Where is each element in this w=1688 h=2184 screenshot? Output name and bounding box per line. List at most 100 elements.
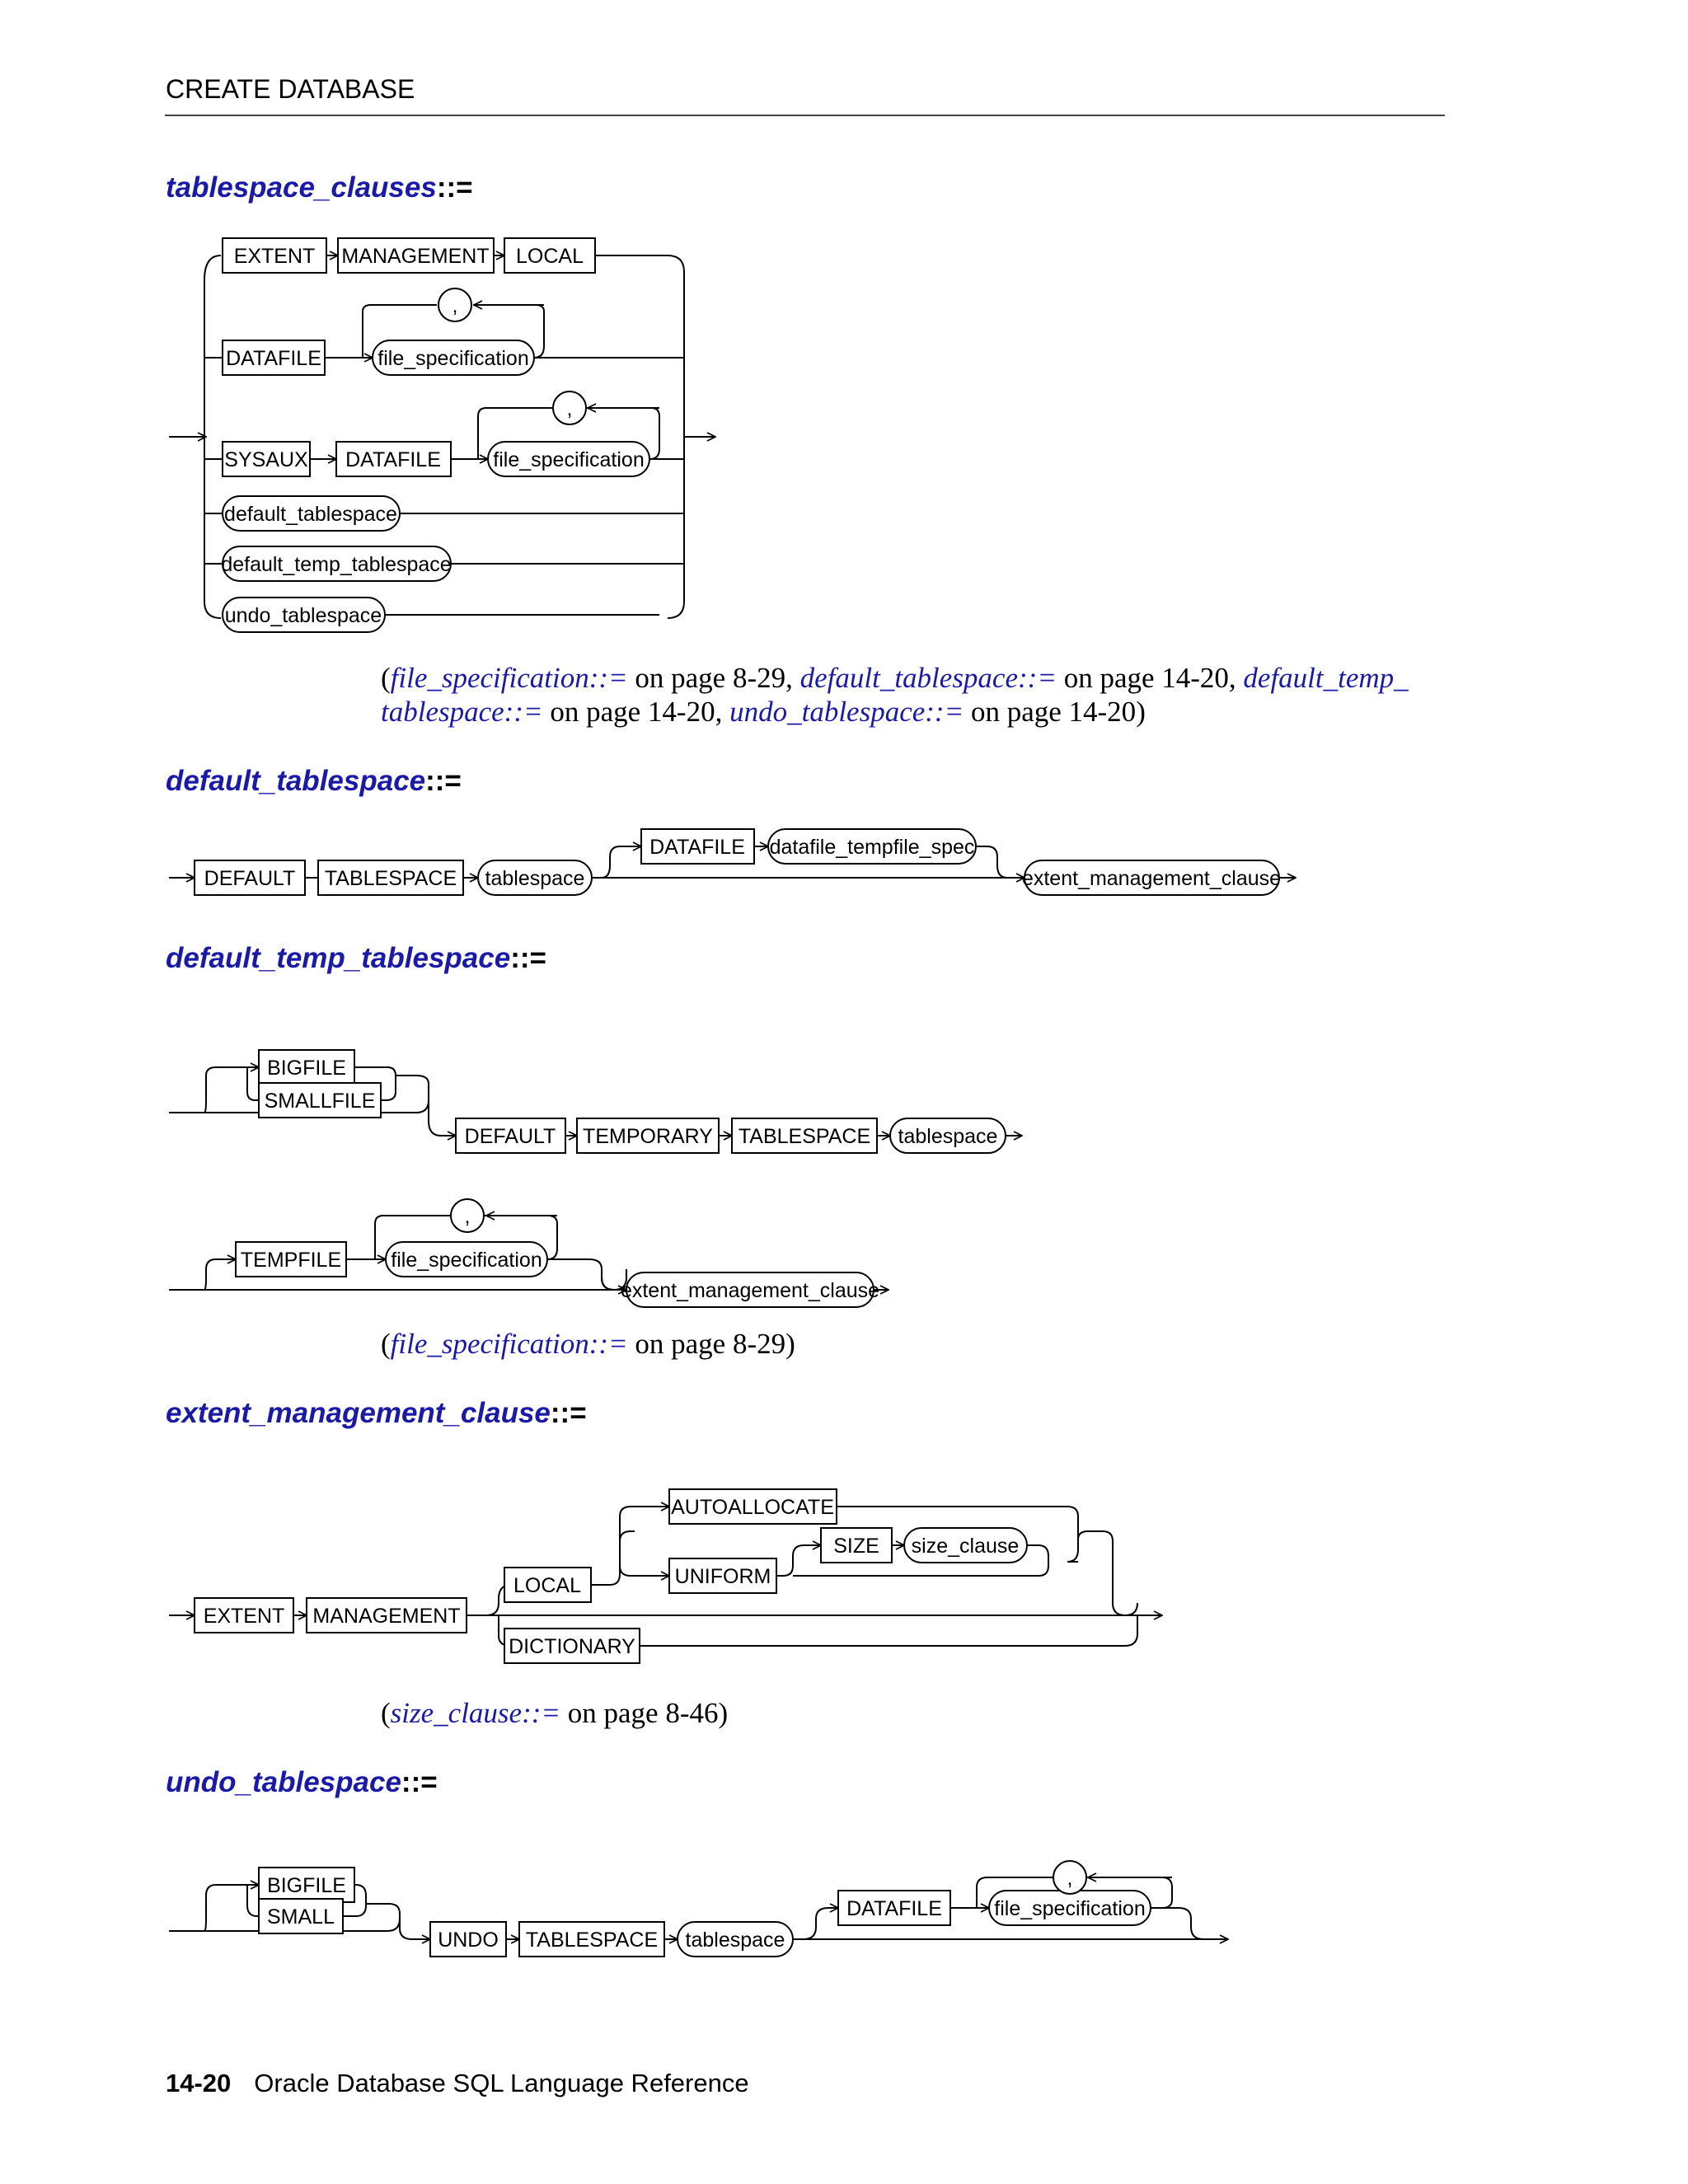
kw-datafile: DATAFILE — [226, 347, 321, 370]
kw-default-box — [194, 860, 306, 896]
kw-default: DEFAULT — [465, 1125, 556, 1148]
kw-tablespace: TABLESPACE — [738, 1125, 870, 1148]
comma: , — [1067, 1867, 1073, 1890]
kw-bigfile-box — [258, 1867, 355, 1903]
ref-extent-management-clause: extent_management_clause — [621, 1279, 879, 1302]
link-default-tablespace[interactable]: default_tablespace::= — [799, 662, 1057, 694]
ref-tablespace-pill — [477, 860, 593, 896]
kw-smallfile-box — [258, 1082, 382, 1118]
link-undo-tablespace[interactable]: undo_tablespace::= — [729, 696, 964, 728]
section-title-undo-tablespace: undo_tablespace::= — [166, 1766, 438, 1798]
section-title-default-temp-tablespace: default_temp_tablespace::= — [166, 942, 546, 974]
comma-circle — [450, 1198, 485, 1233]
ref-tablespace: tablespace — [686, 1929, 785, 1952]
kw-tempfile-box — [235, 1241, 347, 1277]
kw-tablespace-box — [317, 860, 464, 896]
kw-size: SIZE — [833, 1535, 879, 1558]
kw-local-box — [504, 1567, 592, 1603]
kw-bigfile: BIGFILE — [267, 1874, 346, 1897]
ref-file-specification2: file_specification — [493, 448, 644, 471]
kw-bigfile: BIGFILE — [267, 1057, 346, 1080]
kw-extent: EXTENT — [234, 245, 316, 268]
ref-default-tablespace: default_tablespace — [224, 503, 397, 526]
ref-file-specification-pill — [385, 1241, 548, 1277]
ref-size-clause-pill — [903, 1527, 1028, 1563]
ref-datafile-tempfile-spec-pill — [767, 828, 977, 865]
kw-small: SMALL — [267, 1905, 335, 1929]
ref-file-specification: file_specification — [391, 1249, 542, 1272]
kw-size-box — [820, 1527, 893, 1563]
xref-extent-management-clause: (size_clause::= on page 8-46) — [381, 1697, 729, 1729]
ref-tablespace-pill — [889, 1118, 1006, 1154]
kw-tablespace-box — [518, 1921, 665, 1957]
diagram-undo-tablespace: BIGFILE SMALL UNDO TABLESPACE tablespace… — [169, 1860, 1688, 1957]
kw-uniform: UNIFORM — [675, 1565, 771, 1588]
kw-datafile-box — [837, 1890, 951, 1926]
kw-datafile-box — [222, 340, 326, 376]
kw-local: LOCAL — [513, 1574, 581, 1597]
kw-default-box — [455, 1118, 566, 1154]
comma2: , — [567, 397, 573, 420]
kw-small-box — [258, 1898, 344, 1934]
kw-datafile2-box — [335, 441, 452, 477]
kw-sysaux: SYSAUX — [224, 448, 308, 471]
running-header: CREATE DATABASE — [166, 74, 415, 104]
ref-tablespace: tablespace — [485, 867, 585, 890]
ref-file-specification2-pill — [487, 441, 650, 477]
ref-default-tablespace-pill — [222, 495, 401, 532]
kw-local-box — [504, 237, 596, 274]
ref-extent-management-clause-pill — [1024, 860, 1280, 896]
ref-default-temp-tablespace-pill — [222, 546, 452, 582]
kw-datafile-box — [640, 828, 755, 865]
comma-circle — [1053, 1860, 1087, 1895]
link-file-specification[interactable]: file_specification::= — [390, 1328, 628, 1360]
kw-tablespace: TABLESPACE — [325, 867, 457, 890]
kw-extent-box — [194, 1597, 294, 1633]
kw-extent-box — [222, 237, 327, 274]
kw-sysaux-box — [222, 441, 311, 477]
book-title: Oracle Database SQL Language Reference — [254, 2069, 749, 2097]
kw-tablespace-box — [731, 1118, 878, 1154]
diagram-extent-management-clause: EXTENT MANAGEMENT LOCAL DICTIONARY AUTOA… — [169, 1488, 1688, 1664]
ref-size-clause: size_clause — [912, 1535, 1020, 1558]
section-title-tablespace-clauses: tablespace_clauses::= — [166, 171, 473, 204]
kw-dictionary: DICTIONARY — [509, 1635, 635, 1658]
ref-extent-management-clause: extent_management_clause — [1022, 867, 1281, 890]
kw-local: LOCAL — [516, 245, 584, 268]
kw-tablespace: TABLESPACE — [526, 1929, 658, 1952]
comma: , — [452, 294, 458, 317]
kw-datafile: DATAFILE — [846, 1897, 942, 1920]
comma: , — [465, 1205, 471, 1228]
kw-dictionary-box — [504, 1628, 640, 1664]
section-title-extent-management-clause: extent_management_clause::= — [166, 1397, 587, 1429]
kw-management-box — [306, 1597, 467, 1633]
ref-undo-tablespace: undo_tablespace — [225, 604, 382, 627]
kw-management: MANAGEMENT — [341, 245, 489, 268]
kw-undo: UNDO — [438, 1929, 499, 1952]
diagram-default-temp-tablespace: BIGFILE SMALLFILE DEFAULT TEMPORARY TABL… — [169, 1049, 1688, 1308]
header-rule — [165, 115, 1445, 116]
link-default-temp-tablespace-b[interactable]: tablespace::= — [381, 696, 543, 728]
xref-tablespace-clauses: (file_specification::= on page 8-29, def… — [381, 662, 1409, 728]
kw-autoallocate-box — [668, 1488, 837, 1525]
ref-datafile-tempfile-spec: datafile_tempfile_spec — [770, 836, 975, 859]
link-file-specification[interactable]: file_specification::= — [390, 662, 628, 694]
link-size-clause[interactable]: size_clause::= — [390, 1697, 560, 1729]
kw-management-box — [337, 237, 495, 274]
kw-tempfile: TEMPFILE — [241, 1249, 341, 1272]
kw-temporary-box — [576, 1118, 720, 1154]
link-default-temp-tablespace-a[interactable]: default_temp_ — [1243, 662, 1409, 694]
ref-extent-management-clause-pill — [626, 1272, 874, 1308]
ref-tablespace: tablespace — [898, 1125, 998, 1148]
section-title-default-tablespace: default_tablespace::= — [166, 765, 462, 797]
ref-file-specification: file_specification — [377, 347, 528, 370]
kw-bigfile-box — [258, 1049, 355, 1085]
kw-undo-box — [429, 1921, 507, 1957]
ref-tablespace-pill — [677, 1921, 794, 1957]
kw-smallfile: SMALLFILE — [265, 1090, 376, 1113]
kw-default: DEFAULT — [204, 867, 296, 890]
ref-file-specification: file_specification — [994, 1897, 1145, 1920]
diagram-tablespace-clauses: EXTENT MANAGEMENT LOCAL DATAFILE file_sp… — [169, 237, 1688, 633]
xref-default-temp-tablespace: (file_specification::= on page 8-29) — [381, 1328, 795, 1360]
kw-temporary: TEMPORARY — [583, 1125, 713, 1148]
